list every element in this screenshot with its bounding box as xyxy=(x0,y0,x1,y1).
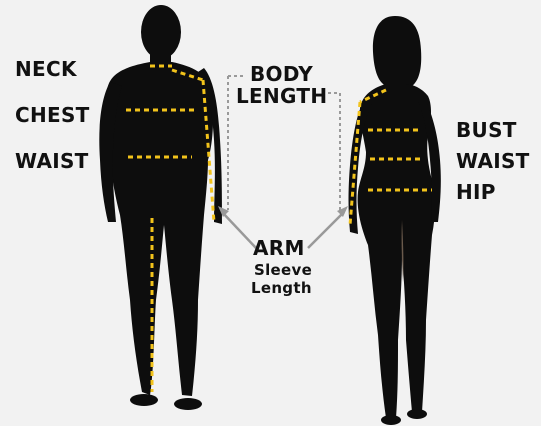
label-sleeve-length: Length xyxy=(251,279,311,297)
label-body: BODY xyxy=(250,62,313,86)
label-neck: NECK xyxy=(15,57,77,81)
label-arm: ARM xyxy=(253,236,305,260)
label-waist-right: WAIST xyxy=(456,149,530,173)
label-waist-left: WAIST xyxy=(15,149,89,173)
label-sleeve: Sleeve xyxy=(254,261,308,279)
label-length: LENGTH xyxy=(236,84,327,108)
female-silhouette xyxy=(349,16,441,425)
label-bust: BUST xyxy=(456,118,517,142)
arrow-right-head xyxy=(337,206,348,217)
label-chest: CHEST xyxy=(15,103,90,127)
label-hip: HIP xyxy=(456,180,496,204)
